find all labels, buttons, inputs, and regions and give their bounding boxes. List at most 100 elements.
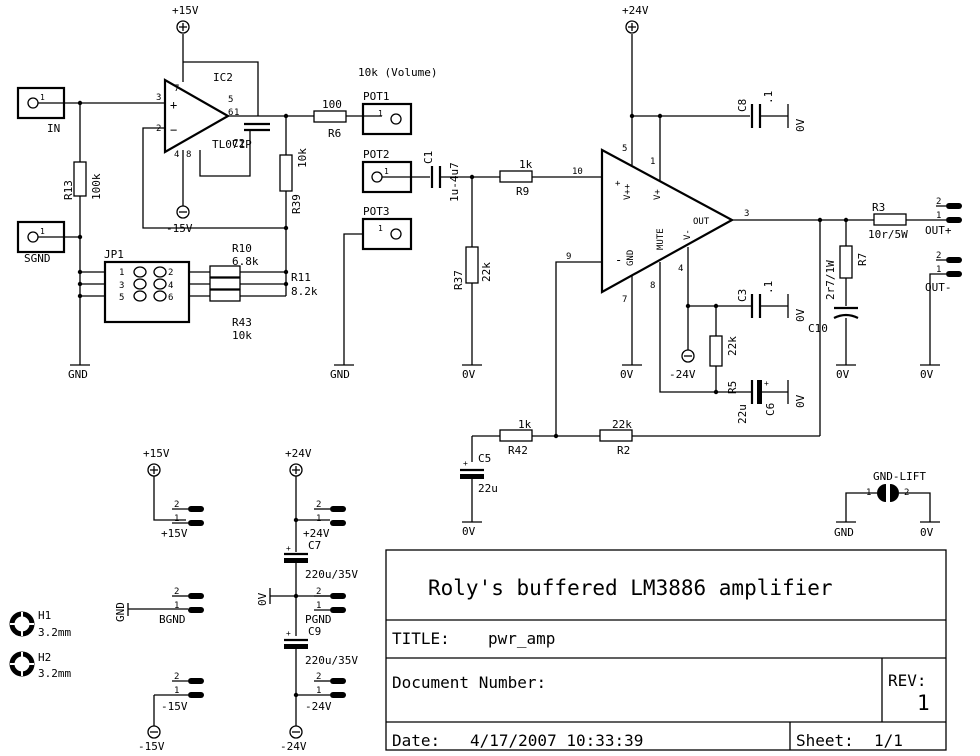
- svg-text:−: −: [170, 123, 177, 137]
- m24-label-conn: -24V: [280, 740, 307, 753]
- svg-text:+: +: [286, 544, 291, 553]
- svg-text:.1: .1: [762, 91, 775, 104]
- resistor-r5: 22k R5: [709, 335, 739, 394]
- svg-text:C1: C1: [422, 151, 435, 164]
- svg-text:2: 2: [174, 672, 179, 682]
- svg-text:R3: R3: [872, 201, 885, 214]
- gnd-label-2: GND: [330, 368, 350, 381]
- capacitor-c9: + C9 220u/35V: [284, 625, 358, 667]
- svg-text:R37: R37: [452, 270, 465, 290]
- p24-label-top: +24V: [622, 4, 649, 17]
- svg-text:C5: C5: [478, 452, 491, 465]
- capacitor-c10: C10: [808, 306, 859, 335]
- svg-text:9: 9: [566, 252, 571, 262]
- svg-text:6.8k: 6.8k: [232, 255, 259, 268]
- svg-text:GND: GND: [626, 250, 636, 266]
- gnd-label-3: GND: [834, 526, 854, 539]
- jumper-jp1[interactable]: JP1 1 2 3 4 5 6: [103, 248, 191, 324]
- pot1-connector[interactable]: 1 POT1: [361, 90, 413, 136]
- svg-text:3.2mm: 3.2mm: [38, 667, 71, 680]
- svg-text:2: 2: [174, 500, 179, 510]
- svg-text:C8: C8: [736, 99, 749, 112]
- svg-text:22u: 22u: [478, 482, 498, 495]
- resistor-r39: R39 10k: [279, 148, 309, 214]
- svg-text:6: 6: [168, 293, 173, 303]
- m15-connector[interactable]: 2 1 -15V: [154, 672, 204, 713]
- svg-text:4: 4: [678, 264, 683, 274]
- resistor-r10: R10 6.8k: [209, 242, 259, 278]
- in-connector[interactable]: 1 IN: [16, 86, 66, 135]
- svg-text:+: +: [615, 179, 621, 189]
- svg-text:5: 5: [119, 293, 124, 303]
- pot3-connector[interactable]: 1 POT3: [361, 205, 413, 251]
- capacitor-c5: + C5 22u: [460, 452, 498, 495]
- zero-label-2: 0V: [620, 368, 634, 381]
- svg-text:+24V: +24V: [303, 527, 330, 540]
- svg-text:2: 2: [156, 124, 161, 134]
- sgnd-connector[interactable]: 1 SGND: [16, 220, 66, 265]
- svg-text:10k: 10k: [296, 148, 309, 168]
- svg-text:8.2k: 8.2k: [291, 285, 318, 298]
- gnd-lift-jumper[interactable]: GND-LIFT 1 2: [866, 470, 926, 502]
- pgnd-connector[interactable]: 2 1 PGND: [305, 587, 346, 626]
- svg-text:22k: 22k: [726, 336, 739, 356]
- svg-text:R2: R2: [617, 444, 630, 457]
- svg-text:220u/35V: 220u/35V: [305, 568, 358, 581]
- svg-text:2: 2: [936, 251, 941, 261]
- svg-text:10r/5W: 10r/5W: [868, 228, 908, 241]
- svg-text:TITLE:: TITLE:: [392, 629, 450, 648]
- svg-text:0V: 0V: [794, 118, 807, 132]
- svg-text:5: 5: [622, 144, 627, 154]
- m24-connector[interactable]: 2 1 -24V: [305, 672, 346, 713]
- zero-label-4: 0V: [836, 368, 850, 381]
- svg-text:V-: V-: [683, 229, 693, 240]
- svg-text:1: 1: [378, 109, 383, 118]
- svg-text:5: 5: [228, 95, 233, 105]
- zero-label-1: 0V: [462, 368, 476, 381]
- svg-text:100k: 100k: [90, 173, 103, 200]
- svg-text:1: 1: [316, 686, 321, 696]
- svg-text:2: 2: [174, 587, 179, 597]
- svg-text:2: 2: [316, 500, 321, 510]
- p24-connector[interactable]: 2 1 +24V: [303, 500, 346, 540]
- svg-text:10k: 10k: [232, 329, 252, 342]
- bgnd-connector[interactable]: 2 1 BGND: [159, 587, 204, 626]
- svg-text:REV:: REV:: [888, 671, 927, 690]
- out-minus-connector[interactable]: 2 1 OUT-: [925, 251, 962, 294]
- svg-text:C3: C3: [736, 289, 749, 302]
- svg-text:1: 1: [316, 601, 321, 611]
- zero-label-6: 0V: [920, 526, 934, 539]
- svg-text:V+: V+: [653, 189, 663, 200]
- svg-text:GND: GND: [114, 602, 127, 622]
- svg-text:V++: V++: [623, 183, 633, 200]
- zero-label-5: 0V: [920, 368, 934, 381]
- m15-label-conn: -15V: [138, 740, 165, 753]
- p15-connector[interactable]: 2 1 +15V: [161, 500, 204, 540]
- resistor-r2: 22k R2: [599, 418, 633, 457]
- svg-text:R9: R9: [516, 185, 529, 198]
- svg-text:OUT-: OUT-: [925, 281, 952, 294]
- capacitor-c3: C3 .1: [736, 281, 775, 318]
- svg-text:Sheet:: Sheet:: [796, 731, 854, 750]
- resistor-r6: 100 R6: [313, 98, 347, 140]
- zero-label-3: 0V: [462, 525, 476, 538]
- svg-text:2: 2: [316, 672, 321, 682]
- svg-text:+: +: [170, 98, 177, 112]
- sgnd-label: SGND: [24, 252, 51, 265]
- project-title: Roly's buffered LM3886 amplifier: [428, 576, 833, 600]
- svg-text:2: 2: [316, 587, 321, 597]
- out-plus-connector[interactable]: 2 1 OUT+: [925, 197, 962, 237]
- svg-text:R5: R5: [726, 381, 739, 394]
- svg-text:6: 6: [228, 108, 233, 118]
- svg-text:22u: 22u: [736, 404, 749, 424]
- mounting-hole-h1: H1 3.2mm: [9, 609, 71, 639]
- pot2-connector[interactable]: 1 POT2: [361, 148, 413, 194]
- title-block: Roly's buffered LM3886 amplifier TITLE: …: [385, 549, 947, 751]
- svg-text:C7: C7: [308, 539, 321, 552]
- svg-text:GND-LIFT: GND-LIFT: [873, 470, 926, 483]
- svg-text:22k: 22k: [612, 418, 632, 431]
- svg-text:BGND: BGND: [159, 613, 186, 626]
- svg-text:1: 1: [40, 227, 45, 236]
- lm3886-amplifier: + - V++ V+ GND MUTE V- OUT: [600, 148, 735, 294]
